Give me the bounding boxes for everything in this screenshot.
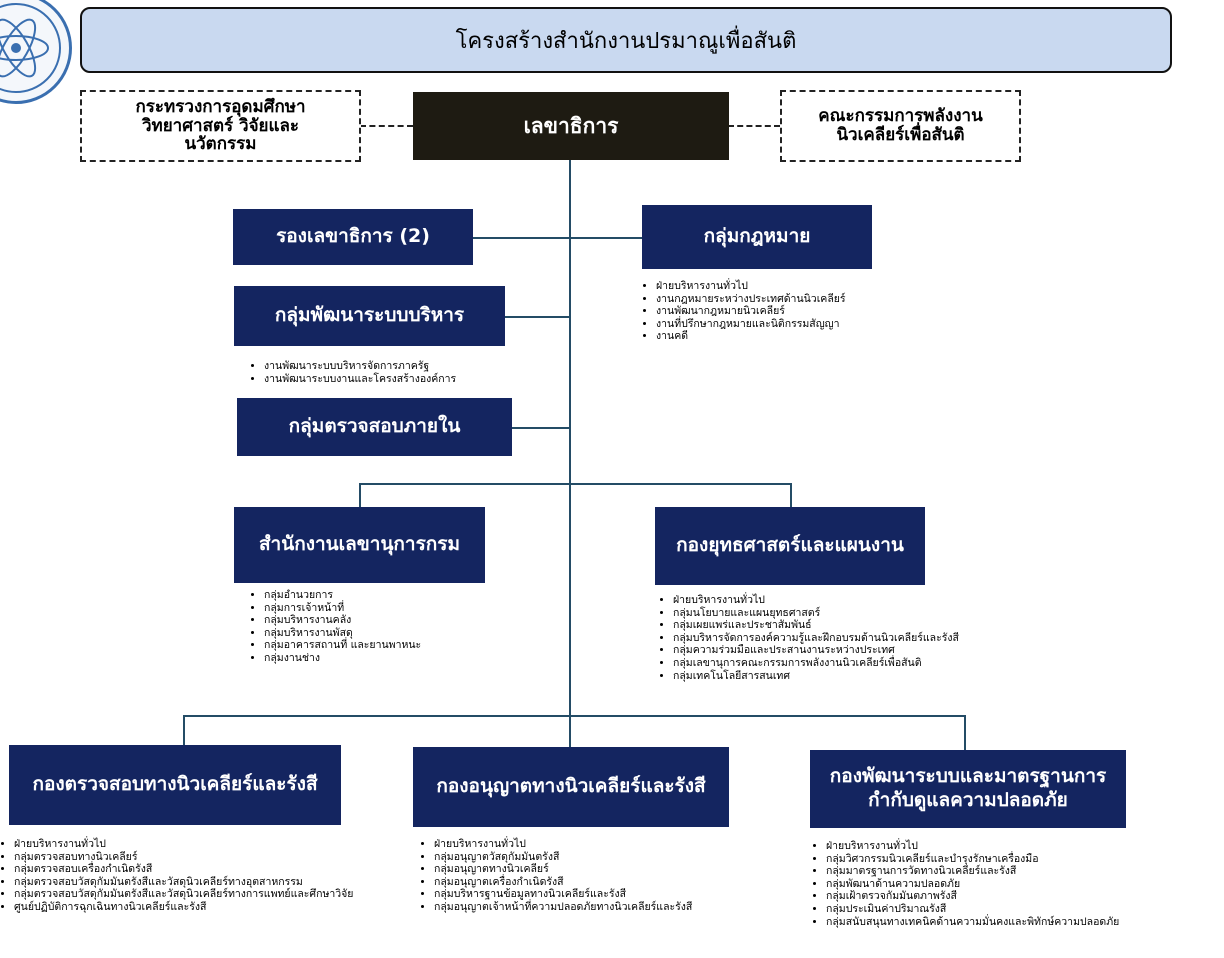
list-item: กลุ่มนโยบายและแผนยุทธศาสตร์	[673, 607, 1073, 620]
list-item: กลุ่มเฝ้าตรวจกัมมันตภาพรังสี	[826, 890, 1224, 903]
connector-ministry	[360, 125, 413, 127]
list-item: ฝ่ายบริหารงานทั่วไป	[656, 280, 946, 293]
list-item: ฝ่ายบริหารงานทั่วไป	[434, 838, 734, 851]
list-item: กลุ่มเลขานุการคณะกรรมการพลังงานนิวเคลียร…	[673, 657, 1073, 670]
list-item: กลุ่มสนับสนุนทางเทคนิคด้านความมั่นคงและพ…	[826, 916, 1224, 929]
connector-mid-horizontal	[359, 483, 792, 485]
list-item: กลุ่มบริหารงานคลัง	[264, 614, 524, 627]
list-item: กลุ่มความร่วมมือและประสานงานระหว่างประเท…	[673, 644, 1073, 657]
list-item: กลุ่มตรวจสอบวัสดุกัมมันตรังสีและวัสดุนิว…	[14, 876, 410, 889]
licensing-box: กองอนุญาตทางนิวเคลียร์และรังสี	[413, 747, 729, 827]
audit-label: กลุ่มตรวจสอบภายใน	[288, 415, 461, 438]
list-item: กลุ่มงานช่าง	[264, 652, 524, 665]
ministry-line-3: นวัตกรรม	[184, 134, 257, 155]
list-item: งานพัฒนากฎหมายนิวเคลียร์	[656, 305, 946, 318]
list-item: งานพัฒนาระบบบริหารจัดการภาครัฐ	[264, 360, 554, 373]
audit-box: กลุ่มตรวจสอบภายใน	[237, 398, 512, 456]
connector-main-vertical	[569, 160, 571, 747]
connector-bottom-horizontal	[183, 715, 966, 717]
standards-label-line-2: กำกับดูแลความปลอดภัย	[868, 789, 1068, 811]
legal-label: กลุ่มกฎหมาย	[703, 225, 811, 248]
list-item: งานกฎหมายระหว่างประเทศด้านนิวเคลียร์	[656, 293, 946, 306]
connector-admin-dev	[505, 316, 570, 318]
secretary-box: เลขาธิการ	[413, 92, 729, 160]
legal-box: กลุ่มกฎหมาย	[642, 205, 872, 269]
list-item: กลุ่มบริหารจัดการองค์ความรู้และฝึกอบรมด้…	[673, 632, 1073, 645]
licensing-list: ฝ่ายบริหารงานทั่วไป กลุ่มอนุญาตวัสดุกัมม…	[420, 838, 734, 914]
secretary-label: เลขาธิการ	[523, 113, 619, 138]
admin-dev-label: กลุ่มพัฒนาระบบบริหาร	[274, 304, 465, 327]
list-item: กลุ่มอนุญาตเจ้าหน้าที่ความปลอดภัยทางนิวเ…	[434, 901, 734, 914]
connector-secretariat-drop	[359, 483, 361, 507]
list-item: กลุ่มอนุญาตเครื่องกำเนิดรังสี	[434, 876, 734, 889]
committee-line-1: คณะกรรมการพลังงาน	[818, 106, 983, 127]
list-item: กลุ่มอนุญาตทางนิวเคลียร์	[434, 863, 734, 876]
connector-deputy	[473, 237, 570, 239]
connector-standards-drop	[964, 715, 966, 751]
list-item: งานพัฒนาระบบงานและโครงสร้างองค์การ	[264, 373, 554, 386]
list-item: กลุ่มตรวจสอบเครื่องกำเนิดรังสี	[14, 863, 410, 876]
standards-box: กองพัฒนาระบบและมาตรฐานการ กำกับดูแลความป…	[810, 750, 1126, 828]
list-item: กลุ่มอาคารสถานที่ และยานพาหนะ	[264, 639, 524, 652]
legal-list: ฝ่ายบริหารงานทั่วไป งานกฎหมายระหว่างประเ…	[642, 280, 946, 343]
list-item: ฝ่ายบริหารงานทั่วไป	[14, 838, 410, 851]
atom-emblem-icon	[0, 0, 72, 104]
secretariat-list: กลุ่มอำนวยการ กลุ่มการเจ้าหน้าที่ กลุ่มบ…	[250, 589, 524, 665]
strategy-label: กองยุทธศาสตร์และแผนงาน	[676, 534, 904, 557]
strategy-box: กองยุทธศาสตร์และแผนงาน	[655, 507, 925, 585]
list-item: กลุ่มอนุญาตวัสดุกัมมันตรังสี	[434, 851, 734, 864]
list-item: งานที่ปรึกษากฎหมายและนิติกรรมสัญญา	[656, 318, 946, 331]
list-item: กลุ่มอำนวยการ	[264, 589, 524, 602]
list-item: งานคดี	[656, 330, 946, 343]
secretariat-label: สำนักงานเลขานุการกรม	[258, 533, 461, 556]
list-item: กลุ่มพัฒนาด้านความปลอดภัย	[826, 878, 1224, 891]
list-item: ฝ่ายบริหารงานทั่วไป	[826, 840, 1224, 853]
secretariat-box: สำนักงานเลขานุการกรม	[234, 507, 485, 583]
page-title-text: โครงสร้างสำนักงานปรมาณูเพื่อสันติ	[455, 28, 797, 54]
deputy-label: รองเลขาธิการ (2)	[276, 225, 430, 248]
committee-box: คณะกรรมการพลังงาน นิวเคลียร์เพื่อสันติ	[780, 90, 1021, 162]
strategy-list: ฝ่ายบริหารงานทั่วไป กลุ่มนโยบายและแผนยุท…	[659, 594, 1073, 682]
standards-list: ฝ่ายบริหารงานทั่วไป กลุ่มวิศวกรรมนิวเคลี…	[812, 840, 1224, 928]
admin-dev-box: กลุ่มพัฒนาระบบบริหาร	[234, 286, 505, 346]
list-item: กลุ่มบริหารฐานข้อมูลทางนิวเคลียร์และรังส…	[434, 888, 734, 901]
connector-committee	[728, 125, 780, 127]
page-title: โครงสร้างสำนักงานปรมาณูเพื่อสันติ	[80, 7, 1172, 73]
list-item: กลุ่มตรวจสอบทางนิวเคลียร์	[14, 851, 410, 864]
list-item: กลุ่มบริหารงานพัสดุ	[264, 627, 524, 640]
connector-audit	[512, 427, 570, 429]
connector-strategy-drop	[790, 483, 792, 507]
inspection-box: กองตรวจสอบทางนิวเคลียร์และรังสี	[9, 745, 341, 825]
ministry-box: กระทรวงการอุดมศึกษา วิทยาศาสตร์ วิจัยและ…	[80, 90, 361, 162]
connector-inspection-drop	[183, 715, 185, 745]
deputy-box: รองเลขาธิการ (2)	[233, 209, 473, 265]
list-item: กลุ่มเผยแพร่และประชาสัมพันธ์	[673, 619, 1073, 632]
admin-dev-list: งานพัฒนาระบบบริหารจัดการภาครัฐ งานพัฒนาร…	[250, 360, 554, 385]
list-item: ศูนย์ปฏิบัติการฉุกเฉินทางนิวเคลียร์และรั…	[14, 901, 410, 914]
list-item: กลุ่มการเจ้าหน้าที่	[264, 602, 524, 615]
list-item: กลุ่มประเมินค่าปริมาณรังสี	[826, 903, 1224, 916]
ministry-line-2: วิทยาศาสตร์ วิจัยและ	[141, 115, 300, 136]
list-item: กลุ่มเทคโนโลยีสารสนเทศ	[673, 670, 1073, 683]
licensing-label: กองอนุญาตทางนิวเคลียร์และรังสี	[436, 775, 706, 798]
committee-line-2: นิวเคลียร์เพื่อสันติ	[836, 125, 965, 145]
inspection-list: ฝ่ายบริหารงานทั่วไป กลุ่มตรวจสอบทางนิวเค…	[0, 838, 410, 914]
list-item: กลุ่มตรวจสอบวัสดุกัมมันตรังสีและวัสดุนิว…	[14, 888, 410, 901]
connector-legal	[570, 237, 642, 239]
standards-label-line-1: กองพัฒนาระบบและมาตรฐานการ	[829, 765, 1107, 788]
list-item: กลุ่มมาตรฐานการวัดทางนิวเคลียร์และรังสี	[826, 865, 1224, 878]
inspection-label: กองตรวจสอบทางนิวเคลียร์และรังสี	[32, 773, 318, 796]
list-item: กลุ่มวิศวกรรมนิวเคลียร์และบำรุงรักษาเครื…	[826, 853, 1224, 866]
ministry-line-1: กระทรวงการอุดมศึกษา	[135, 96, 306, 117]
list-item: ฝ่ายบริหารงานทั่วไป	[673, 594, 1073, 607]
